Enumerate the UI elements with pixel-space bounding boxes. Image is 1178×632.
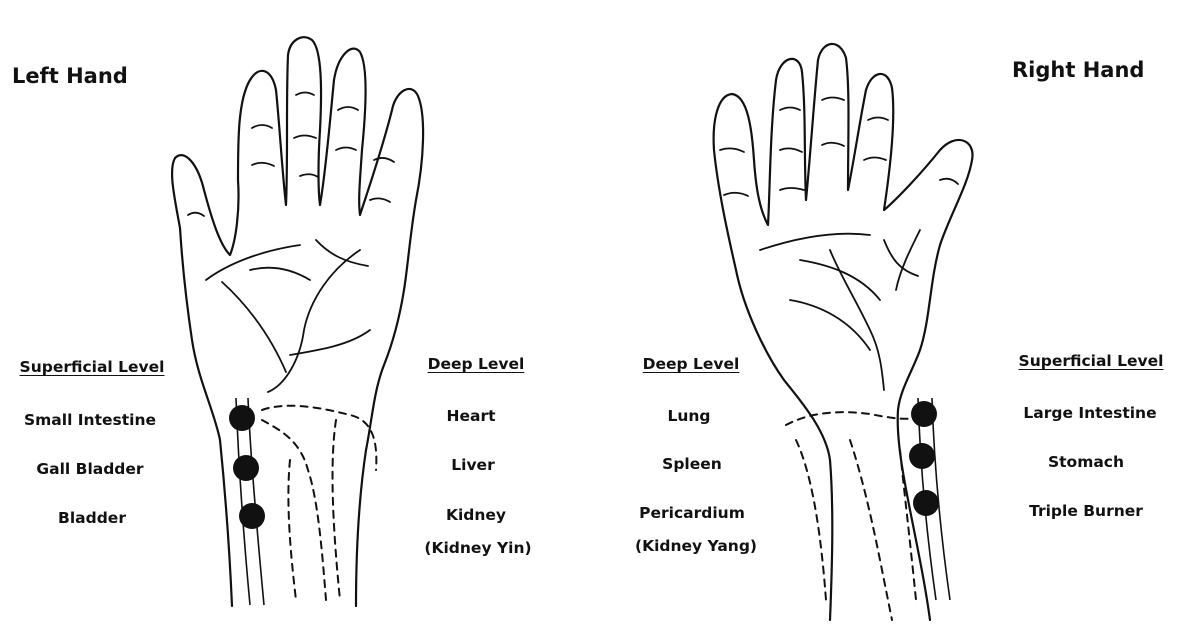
left-deep-item-heart: Heart: [381, 407, 561, 425]
right-hand-drawing: [714, 44, 973, 620]
left-superficial-header: Superficial Level: [2, 358, 182, 376]
right-pulse-dot-3: [913, 490, 939, 516]
right-superficial-header: Superficial Level: [1001, 352, 1178, 370]
right-pulse-dot-2: [909, 443, 935, 469]
right-superficial-item-triple-burner: Triple Burner: [996, 502, 1176, 520]
left-deep-item-liver: Liver: [383, 456, 563, 474]
left-pulse-dot-2: [233, 455, 259, 481]
left-superficial-item-gall-bladder: Gall Bladder: [0, 460, 180, 478]
right-deep-item-lung: Lung: [599, 407, 779, 425]
right-deep-item-kidney-yang: (Kidney Yang): [606, 537, 786, 555]
left-deep-header: Deep Level: [386, 355, 566, 373]
left-pulse-dot-3: [239, 503, 265, 529]
left-deep-item-kidney: Kidney: [386, 506, 566, 524]
right-superficial-item-large-intestine: Large Intestine: [1000, 404, 1178, 422]
left-deep-item-kidney-yin: (Kidney Yin): [388, 539, 568, 557]
right-pulse-dot-1: [911, 401, 937, 427]
left-superficial-item-small-intestine: Small Intestine: [0, 411, 180, 429]
right-deep-item-pericardium: Pericardium: [602, 504, 782, 522]
right-superficial-item-stomach: Stomach: [996, 453, 1176, 471]
right-deep-item-spleen: Spleen: [602, 455, 782, 473]
left-superficial-item-bladder: Bladder: [2, 509, 182, 527]
right-deep-header: Deep Level: [601, 355, 781, 373]
left-pulse-dot-1: [229, 405, 255, 431]
